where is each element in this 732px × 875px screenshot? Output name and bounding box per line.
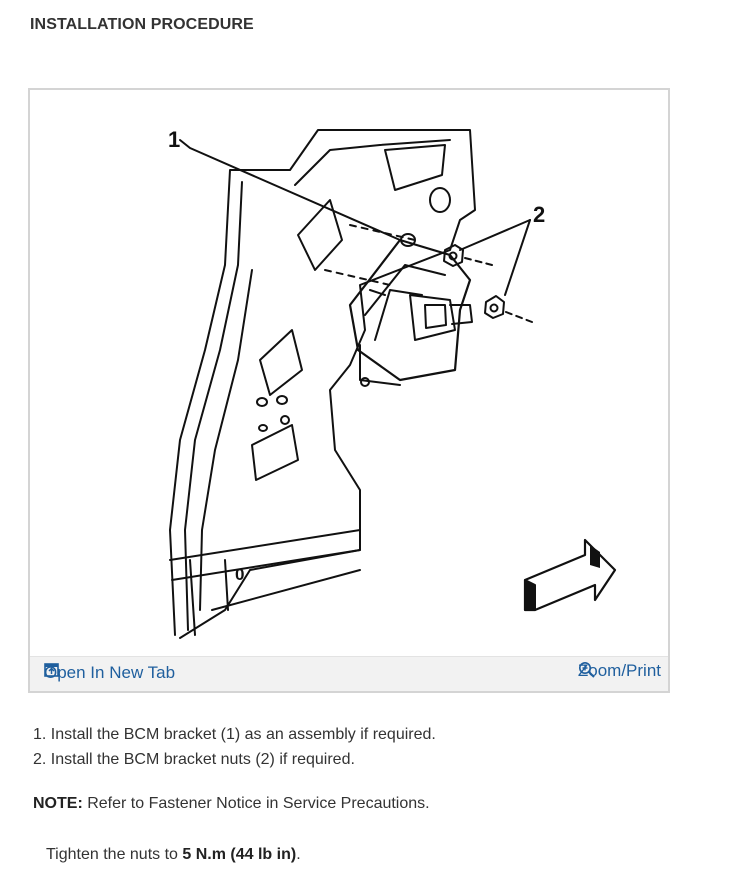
figure-box: 1 2 0 Open In New Tab Zoom/Print xyxy=(28,88,670,693)
torque-suffix: . xyxy=(296,846,301,863)
open-in-new-tab-label: Open In New Tab xyxy=(44,663,176,682)
torque-prefix: Tighten the nuts to xyxy=(46,846,183,863)
step-item: 1. Install the BCM bracket (1) as an ass… xyxy=(33,726,436,743)
torque-instruction: Tighten the nuts to 5 N.m (44 lb in). xyxy=(46,846,301,864)
part-mark: 0 xyxy=(235,565,244,584)
zoom-print-link[interactable]: Zoom/Print xyxy=(578,661,661,681)
callout-1: 1 xyxy=(168,127,180,152)
open-in-new-tab-icon xyxy=(44,663,59,677)
page-heading: INSTALLATION PROCEDURE xyxy=(30,16,254,33)
open-in-new-tab-link[interactable]: Open In New Tab xyxy=(44,663,175,683)
procedure-steps: 1. Install the BCM bracket (1) as an ass… xyxy=(33,722,436,772)
figure-toolbar: Open In New Tab Zoom/Print xyxy=(30,656,668,691)
note-paragraph: NOTE: Refer to Fastener Notice in Servic… xyxy=(33,795,430,813)
magnifier-plus-icon xyxy=(578,662,595,678)
note-label: NOTE: xyxy=(33,795,83,812)
bcm-bracket-diagram: 1 2 0 xyxy=(168,127,617,639)
callout-2: 2 xyxy=(533,202,545,227)
torque-value: 5 N.m (44 lb in) xyxy=(182,846,297,863)
note-text: Refer to Fastener Notice in Service Prec… xyxy=(82,795,430,812)
zoom-print-label: Zoom/Print xyxy=(577,661,661,680)
step-item: 2. Install the BCM bracket nuts (2) if r… xyxy=(33,751,355,768)
